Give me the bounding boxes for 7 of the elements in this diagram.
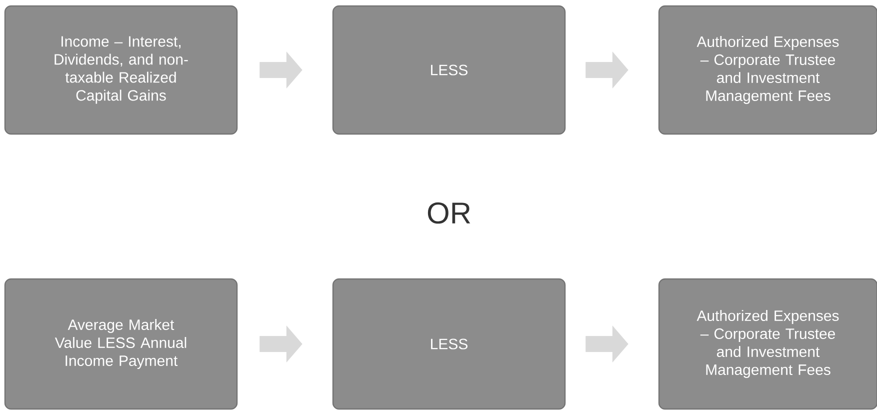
process-box: Average Market Value LESS Annual Income Payment — [4, 278, 238, 410]
process-box: LESS — [332, 5, 566, 135]
separator-label: OR — [428, 202, 470, 224]
process-box: Income – Interest, Dividends, and non-taxable Realized Capital Gains — [4, 5, 238, 135]
process-box: Authorized Expenses – Corporate Trustee and Investment Management Fees — [658, 5, 877, 135]
process-box: Authorized Expenses – Corporate Trustee and Investment Management Fees — [658, 278, 877, 410]
process-box: LESS — [332, 278, 566, 410]
